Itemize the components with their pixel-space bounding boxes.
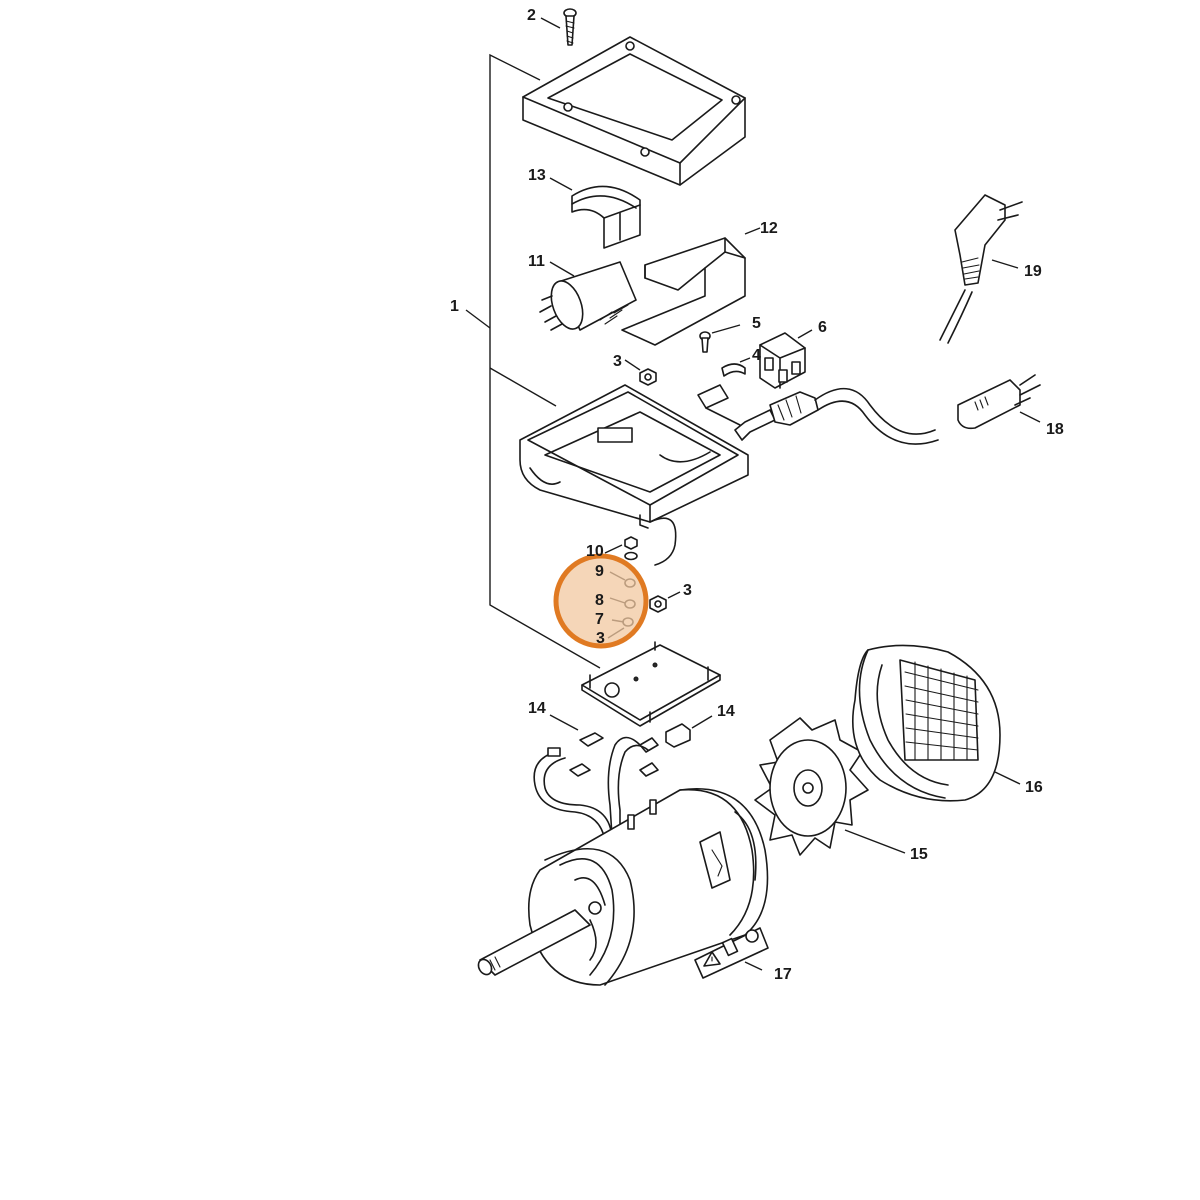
callout-14-left: 14 — [528, 700, 546, 717]
callout-19: 19 — [1024, 263, 1042, 280]
manual-book-icon — [721, 937, 739, 957]
motor-wiring — [533, 736, 649, 841]
callout-3-upper: 3 — [613, 353, 622, 370]
fan-impeller — [754, 717, 906, 856]
fan-cover — [852, 644, 1021, 802]
callout-6: 6 — [818, 319, 827, 336]
hex-nut-upper — [624, 359, 657, 386]
callout-13: 13 — [528, 167, 546, 184]
on-off-switch — [759, 329, 813, 389]
plug-type-18 — [957, 374, 1041, 430]
assembly-bracket — [465, 53, 601, 669]
electric-motor — [477, 788, 769, 986]
callout-3-lower: 3 — [596, 630, 605, 647]
junction-box-base — [519, 384, 749, 566]
callout-14-right: 14 — [717, 703, 735, 720]
callout-4: 4 — [752, 347, 761, 364]
capacitor — [539, 261, 637, 331]
callout-7: 7 — [595, 611, 604, 628]
terminal-connectors — [549, 714, 713, 777]
callout-16: 16 — [1025, 779, 1043, 796]
warning-label — [694, 927, 769, 979]
highlight-marker — [553, 553, 649, 649]
strain-relief-clamp — [549, 177, 641, 249]
cable-gland — [734, 391, 819, 441]
callout-8: 8 — [595, 592, 604, 609]
cable-clip — [721, 357, 751, 377]
callout-12: 12 — [760, 220, 778, 237]
callout-3-right: 3 — [683, 582, 692, 599]
junction-box-cover — [522, 36, 746, 186]
callout-17: 17 — [774, 966, 792, 983]
mounting-plate — [581, 641, 721, 727]
callout-18: 18 — [1046, 421, 1064, 438]
plug-type-19 — [939, 194, 1023, 344]
insulation-sleeve — [621, 227, 761, 346]
callout-5: 5 — [752, 315, 761, 332]
callout-9: 9 — [595, 563, 604, 580]
callout-1: 1 — [450, 298, 459, 315]
cover-screw — [540, 8, 577, 46]
power-cable — [814, 387, 939, 445]
callout-15: 15 — [910, 846, 928, 863]
callout-10: 10 — [586, 543, 604, 560]
small-screw — [699, 324, 741, 353]
callout-11: 11 — [528, 253, 545, 270]
callout-2: 2 — [527, 7, 536, 24]
